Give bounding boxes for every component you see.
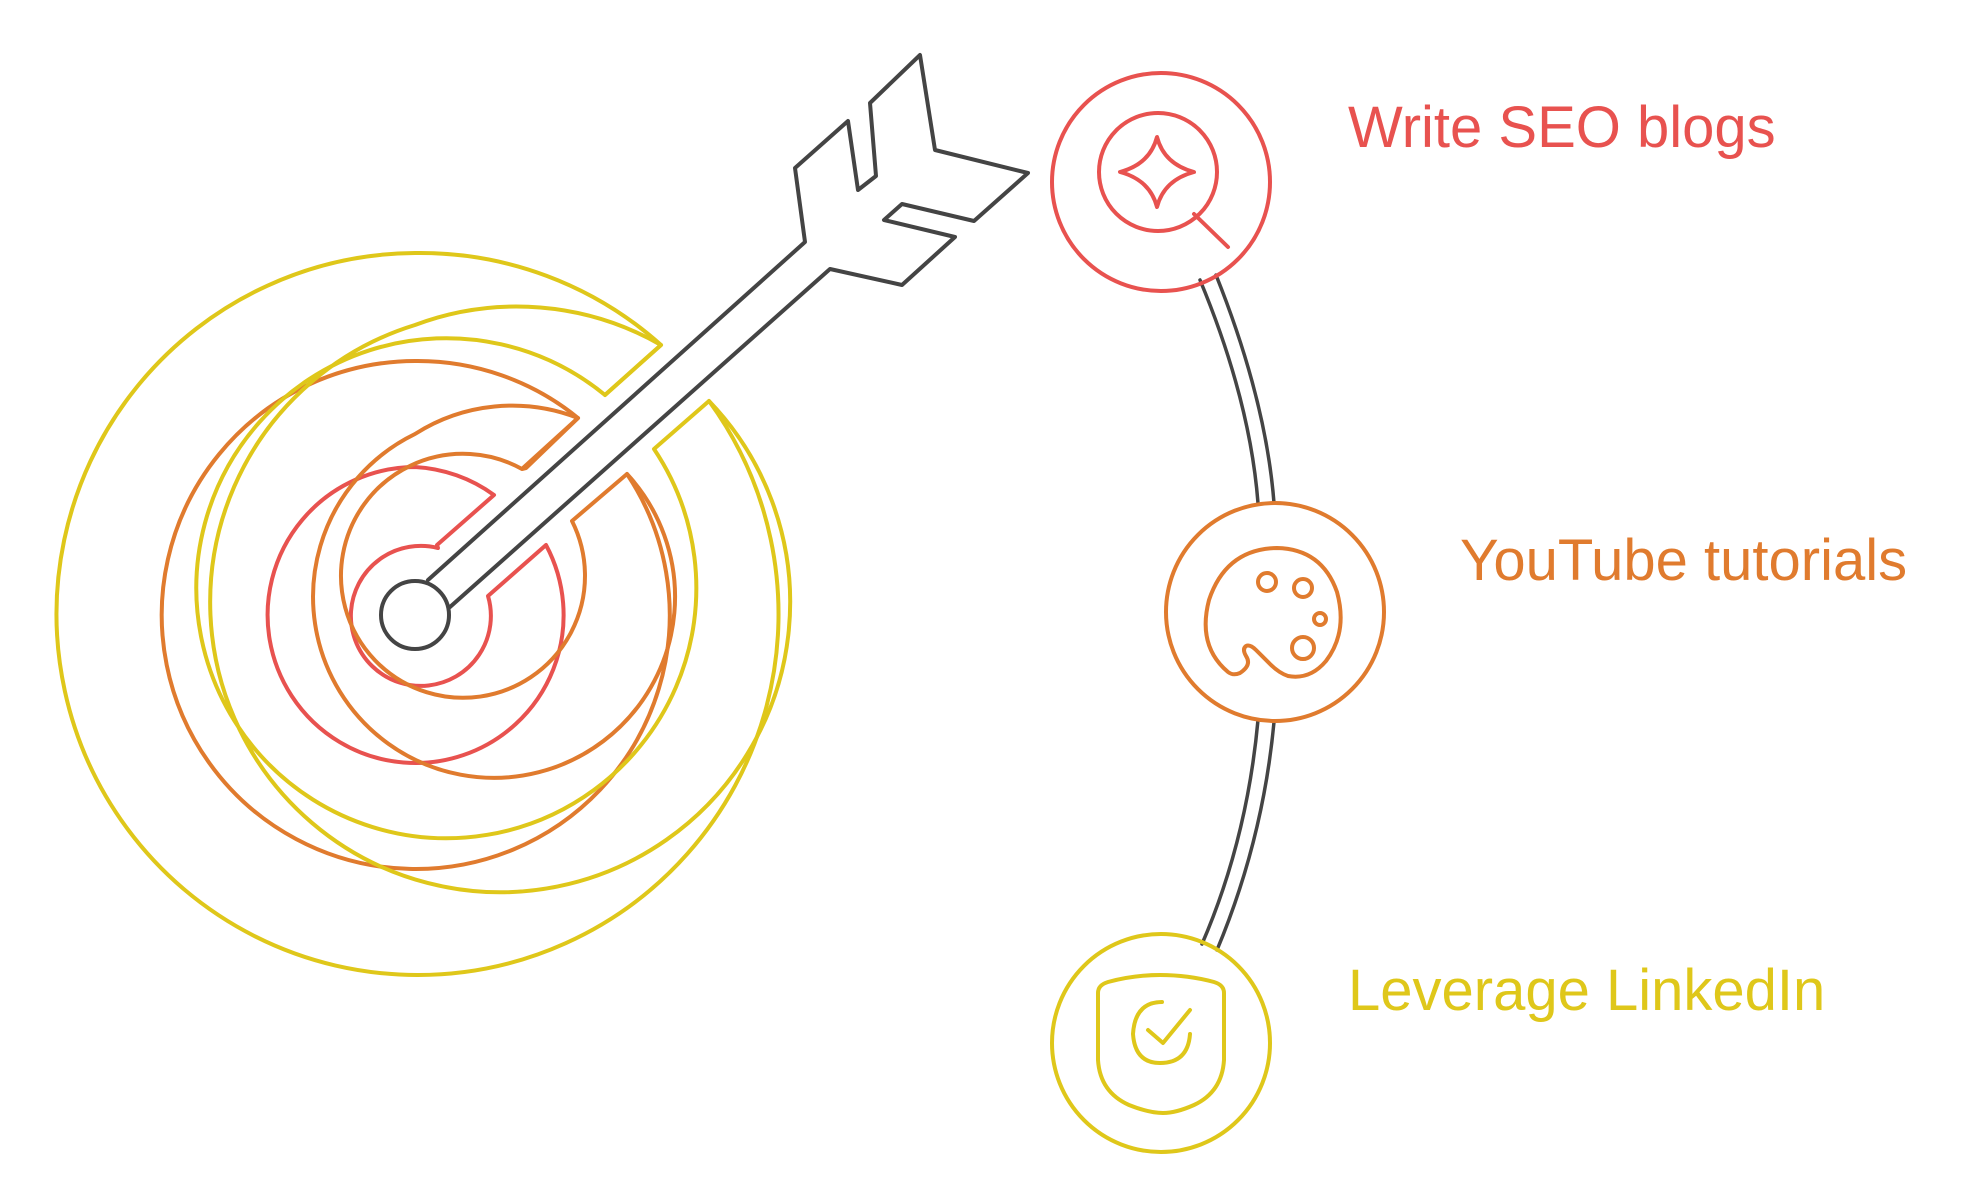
- connector-right-rail-2: [1215, 720, 1276, 952]
- shield-check-icon: [1096, 973, 1226, 1115]
- label-youtube: YouTube tutorials: [1460, 528, 1907, 593]
- step-circle-seo: [1050, 71, 1272, 293]
- target-ring-orange-2: [159, 358, 672, 871]
- steps-connector: [1198, 273, 1276, 952]
- label-linkedin: Leverage LinkedIn: [1348, 958, 1825, 1023]
- target-ring-yellow-2: [54, 250, 781, 977]
- target-bullseye: [379, 579, 451, 651]
- step-youtube: [1164, 501, 1386, 723]
- target-ring-yellow-1: [194, 304, 793, 895]
- arrow-icon: [426, 53, 1030, 609]
- step-linkedin: [1050, 932, 1272, 1154]
- magnifier-sparkle-icon: [1097, 111, 1230, 249]
- target-icon: [54, 250, 793, 977]
- connector-left-rail-2: [1200, 718, 1260, 946]
- step-circle-linkedin: [1050, 932, 1272, 1154]
- target-ring-inner-red: [265, 465, 566, 765]
- step-seo-blogs: [1050, 71, 1272, 293]
- palette-icon: [1203, 546, 1343, 679]
- arrow-shaft: [426, 53, 1030, 609]
- target-ring-orange-1: [311, 403, 678, 780]
- step-circle-youtube: [1164, 501, 1386, 723]
- label-seo-blogs: Write SEO blogs: [1348, 95, 1776, 160]
- connector-right-rail: [1214, 273, 1276, 505]
- connector-left-rail: [1198, 278, 1260, 505]
